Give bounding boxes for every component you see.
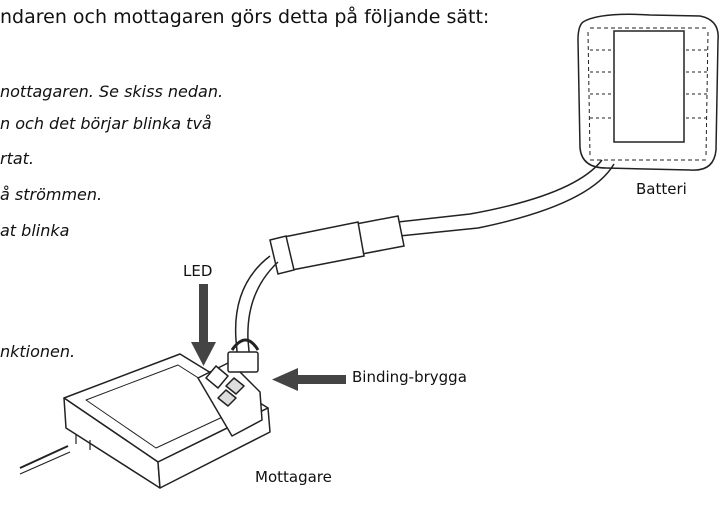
battery-cable — [379, 159, 615, 239]
battery-illustration — [577, 13, 719, 171]
connector-illustration — [269, 215, 405, 275]
instruction-line-3: rtat. — [0, 149, 35, 168]
battery-label: Batteri — [636, 180, 687, 198]
led-arrow — [191, 284, 216, 366]
instruction-line-6: nktionen. — [0, 342, 76, 361]
receiver-illustration — [19, 338, 271, 489]
binding-arrow — [272, 368, 346, 391]
binding-plug-label: Binding-brygga — [352, 368, 467, 386]
receiver-cable — [234, 255, 279, 363]
instruction-line-5: at blinka — [0, 221, 70, 240]
led-label: LED — [183, 262, 213, 280]
instruction-line-1: nottagaren. Se skiss nedan. — [0, 82, 224, 101]
instruction-line-4: å strömmen. — [0, 185, 103, 204]
instruction-heading: ndaren och mottagaren görs detta på följ… — [0, 6, 490, 28]
instruction-line-2: n och det börjar blinka två — [0, 114, 212, 133]
receiver-label: Mottagare — [255, 468, 332, 486]
